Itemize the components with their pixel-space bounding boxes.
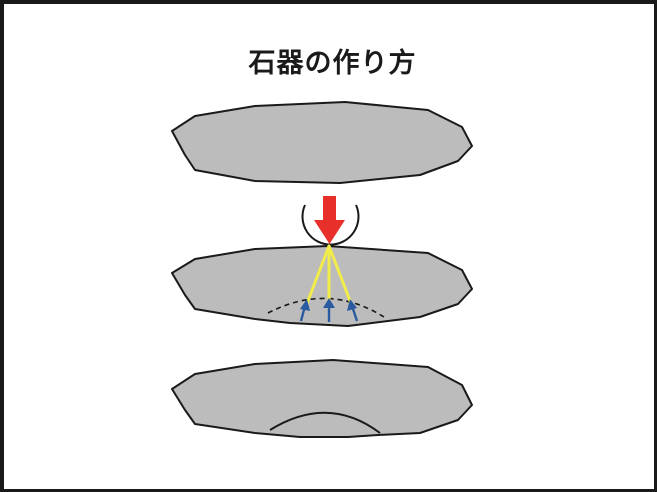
force-arrow <box>314 196 345 244</box>
rebound-arrow-left <box>299 299 310 322</box>
striking-stone <box>171 196 473 327</box>
slide-title: 石器の作り方 <box>248 48 417 79</box>
flake-scar <box>269 411 381 434</box>
rebound-arrow-right <box>347 299 359 322</box>
rebound-arrows <box>299 298 359 322</box>
stress-lines <box>304 244 354 308</box>
stress-line-right <box>327 244 354 308</box>
struck-stone-body <box>171 245 473 327</box>
flaked-stone-body <box>171 359 473 438</box>
hammerstone-outline <box>301 204 360 246</box>
flaked-stone <box>171 359 473 438</box>
rebound-arrow-center <box>323 298 335 322</box>
stress-line-left <box>304 244 331 308</box>
raw-stone <box>171 101 473 184</box>
raw-stone-body <box>171 101 473 184</box>
